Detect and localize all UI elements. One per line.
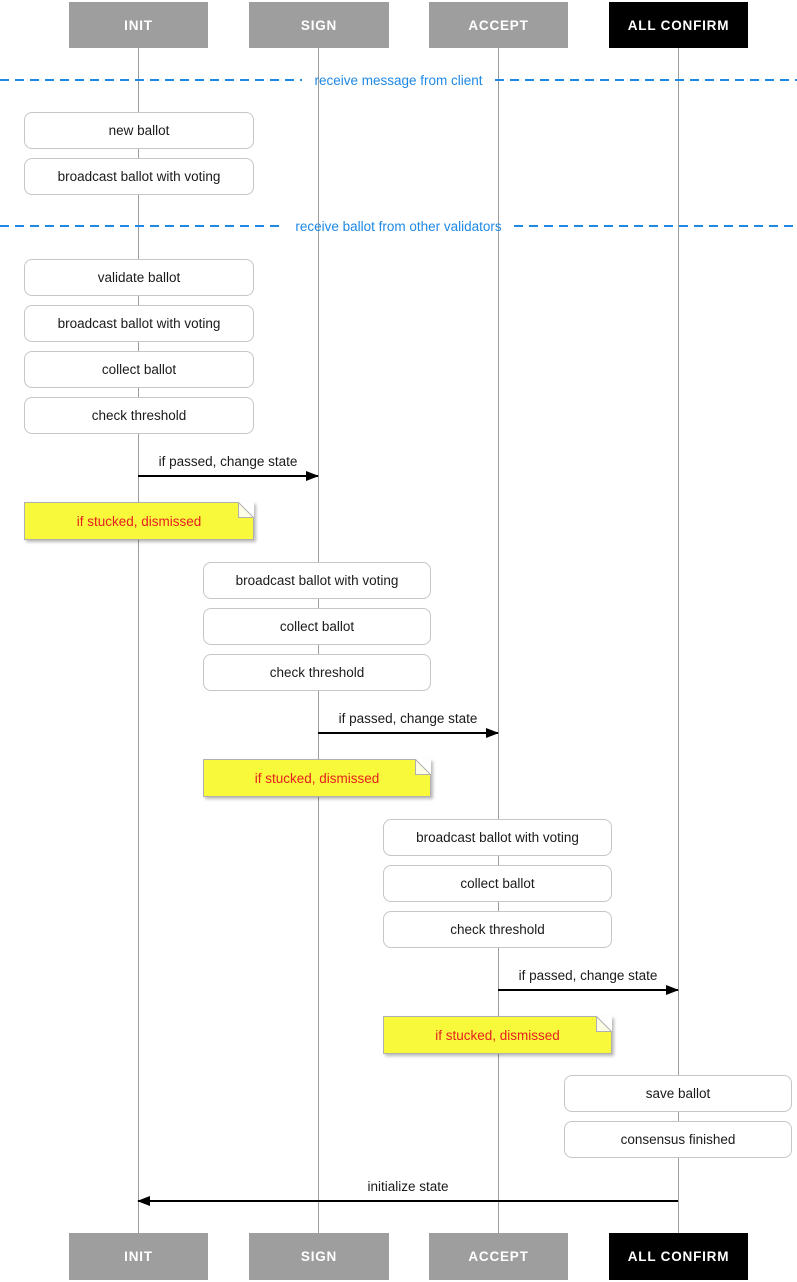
message-save-ballot: save ballot <box>564 1075 792 1112</box>
actor-init-bottom: INIT <box>69 1233 208 1280</box>
note-fold-icon <box>596 1016 612 1032</box>
divider-receive-ballot: receive ballot from other validators <box>0 218 797 234</box>
arrow-label: if passed, change state <box>518 968 658 983</box>
note-text: if stucked, dismissed <box>76 513 202 529</box>
actor-all-confirm-top: ALL CONFIRM <box>609 2 748 48</box>
divider-dash-left <box>0 79 303 81</box>
arrow-label: initialize state <box>367 1179 449 1194</box>
actor-all-confirm-bottom: ALL CONFIRM <box>609 1233 748 1280</box>
actor-sign-bottom: SIGN <box>249 1233 389 1280</box>
actor-accept-top: ACCEPT <box>429 2 568 48</box>
note-sign-stucked: if stucked, dismissed <box>203 759 431 797</box>
actor-init-top: INIT <box>69 2 208 48</box>
lifeline-all-confirm <box>678 48 679 1233</box>
message-broadcast-ballot-init-client: broadcast ballot with voting <box>24 158 254 195</box>
note-init-stucked: if stucked, dismissed <box>24 502 254 540</box>
message-check-threshold-accept: check threshold <box>383 911 612 948</box>
divider-label: receive ballot from other validators <box>295 218 502 234</box>
message-broadcast-ballot-accept: broadcast ballot with voting <box>383 819 612 856</box>
actor-sign-top: SIGN <box>249 2 389 48</box>
arrow-label: if passed, change state <box>338 711 478 726</box>
message-check-threshold-init: check threshold <box>24 397 254 434</box>
message-consensus-finished: consensus finished <box>564 1121 792 1158</box>
message-broadcast-ballot-sign: broadcast ballot with voting <box>203 562 431 599</box>
arrow-all-confirm-to-init: initialize state <box>137 1179 678 1206</box>
message-validate-ballot: validate ballot <box>24 259 254 296</box>
message-check-threshold-sign: check threshold <box>203 654 431 691</box>
arrow-line <box>138 475 318 477</box>
divider-dash-right <box>513 225 797 227</box>
arrow-accept-to-all-confirm: if passed, change state <box>498 968 679 995</box>
arrow-sign-to-accept: if passed, change state <box>318 711 499 738</box>
message-collect-ballot-sign: collect ballot <box>203 608 431 645</box>
arrow-label: if passed, change state <box>158 454 298 469</box>
lifeline-init <box>138 48 139 1233</box>
message-new-ballot: new ballot <box>24 112 254 149</box>
arrowhead-left-icon <box>137 1196 150 1206</box>
note-text: if stucked, dismissed <box>254 770 380 786</box>
divider-dash-left <box>0 225 284 227</box>
divider-label: receive message from client <box>314 72 483 88</box>
message-collect-ballot-accept: collect ballot <box>383 865 612 902</box>
note-fold-icon <box>415 759 431 775</box>
note-fold-icon <box>238 502 254 518</box>
arrowhead-right-icon <box>666 985 679 995</box>
arrow-init-to-sign: if passed, change state <box>138 454 319 481</box>
message-broadcast-ballot-init: broadcast ballot with voting <box>24 305 254 342</box>
note-accept-stucked: if stucked, dismissed <box>383 1016 612 1054</box>
arrow-line <box>138 1200 678 1202</box>
arrowhead-right-icon <box>306 471 319 481</box>
divider-receive-message: receive message from client <box>0 72 797 88</box>
arrow-line <box>318 732 498 734</box>
actor-accept-bottom: ACCEPT <box>429 1233 568 1280</box>
arrow-line <box>498 989 678 991</box>
note-text: if stucked, dismissed <box>435 1027 560 1043</box>
message-collect-ballot-init: collect ballot <box>24 351 254 388</box>
divider-dash-right <box>494 79 797 81</box>
arrowhead-right-icon <box>486 728 499 738</box>
lifeline-accept <box>498 48 499 1233</box>
